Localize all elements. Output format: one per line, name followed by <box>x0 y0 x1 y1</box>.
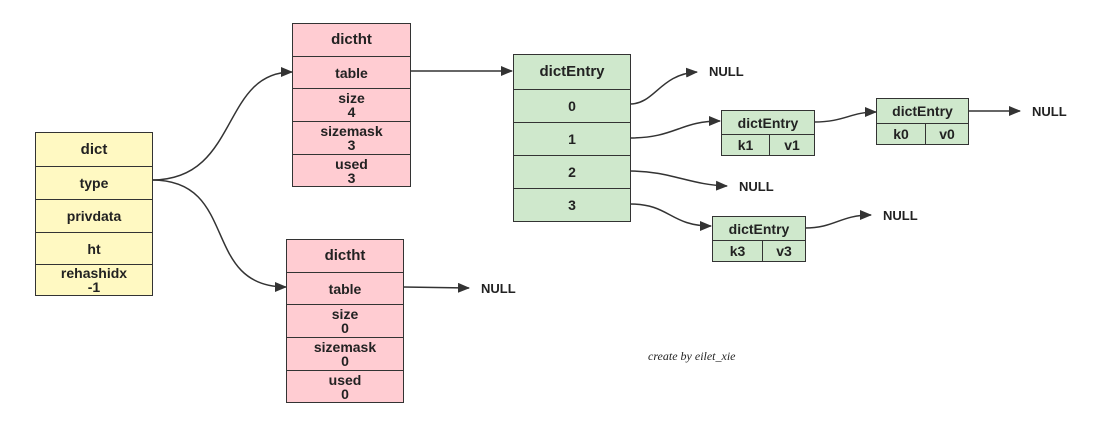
sizemask-label: sizemask <box>313 339 377 355</box>
dictht-0-box: dictht table size 4 sizemask 3 used 3 <box>292 23 411 187</box>
dictht-1-sizemask: sizemask 0 <box>287 337 403 370</box>
dict-field-rehashidx: rehashidx -1 <box>36 264 152 295</box>
arrow-k1-to-k0 <box>813 107 877 123</box>
null-label-ht1-table: NULL <box>481 281 516 296</box>
sizemask-value: 3 <box>347 137 356 153</box>
entry-k1-box: dictEntry k1 v1 <box>721 110 815 156</box>
dictht-1-size: size 0 <box>287 304 403 337</box>
credit-text: create by eilet_xie <box>648 349 736 363</box>
entry-k0-title: dictEntry <box>892 103 953 119</box>
entry-k3-box: dictEntry k3 v3 <box>712 216 806 262</box>
entry-value: v0 <box>925 124 968 144</box>
size-label: size <box>331 306 359 322</box>
dictht-0-size: size 4 <box>293 88 410 121</box>
bucket-array-box: dictEntry 0 1 2 3 <box>513 54 631 222</box>
arrow-ht1-table-to-null <box>402 282 470 293</box>
entry-k0-box: dictEntry k0 v0 <box>876 98 969 145</box>
rehashidx-value: -1 <box>87 279 101 295</box>
arrow-bucket2-to-null <box>629 170 728 191</box>
dictht-1-box: dictht table size 0 sizemask 0 used 0 <box>286 239 404 403</box>
bucket-2: 2 <box>514 155 630 188</box>
entry-k3-title: dictEntry <box>728 220 790 237</box>
dict-box: dict type privdata ht rehashidx -1 <box>35 132 153 296</box>
bucket-0: 0 <box>514 89 630 122</box>
used-label: used <box>328 371 362 388</box>
entry-k1-row: k1 v1 <box>722 134 814 155</box>
null-label-k0-next: NULL <box>1032 104 1067 119</box>
arrow-bucket0-to-null <box>629 67 698 105</box>
null-label-bucket-2: NULL <box>739 179 774 194</box>
arrow-type-to-ht1 <box>151 179 287 292</box>
entry-k0-row: k0 v0 <box>877 123 968 144</box>
arrow-type-to-ht0 <box>151 67 293 181</box>
dictht-0-sizemask: sizemask 3 <box>293 121 410 154</box>
entry-key: k3 <box>729 243 746 259</box>
entry-key: k1 <box>737 137 754 153</box>
dict-field-ht: ht <box>36 232 152 264</box>
dictht-1-used: used 0 <box>287 370 403 402</box>
arrow-bucket1-to-k1 <box>629 116 721 139</box>
dict-field-privdata: privdata <box>36 199 152 232</box>
arrow-k3-to-null <box>804 210 872 229</box>
bucket-3: 3 <box>514 188 630 221</box>
null-label-bucket-0: NULL <box>709 64 744 79</box>
size-label: size <box>338 90 365 106</box>
size-value: 0 <box>341 320 349 336</box>
sizemask-label: sizemask <box>320 123 383 139</box>
dictht-0-used: used 3 <box>293 154 410 186</box>
bucket-1: 1 <box>514 122 630 155</box>
bucket-array-title: dictEntry <box>539 63 605 80</box>
entry-value: v3 <box>762 241 805 261</box>
entry-key: k0 <box>893 126 909 142</box>
entry-k1-title: dictEntry <box>737 114 799 131</box>
dict-field-type: type <box>36 166 152 199</box>
size-value: 4 <box>347 104 356 120</box>
null-label-k3-next: NULL <box>883 208 918 223</box>
rehashidx-label: rehashidx <box>60 265 128 281</box>
entry-k3-row: k3 v3 <box>713 240 805 261</box>
dictht-0-title: dictht <box>331 31 372 48</box>
used-value: 0 <box>341 385 349 402</box>
used-value: 3 <box>347 169 356 186</box>
used-label: used <box>335 155 368 172</box>
sizemask-value: 0 <box>341 353 349 369</box>
dictht-1-table: table <box>287 272 403 304</box>
dictht-0-table: table <box>293 56 410 88</box>
dictht-1-title: dictht <box>324 247 366 264</box>
dict-title: dict <box>80 140 108 158</box>
entry-value: v1 <box>769 135 814 155</box>
arrow-bucket3-to-k3 <box>629 203 712 231</box>
